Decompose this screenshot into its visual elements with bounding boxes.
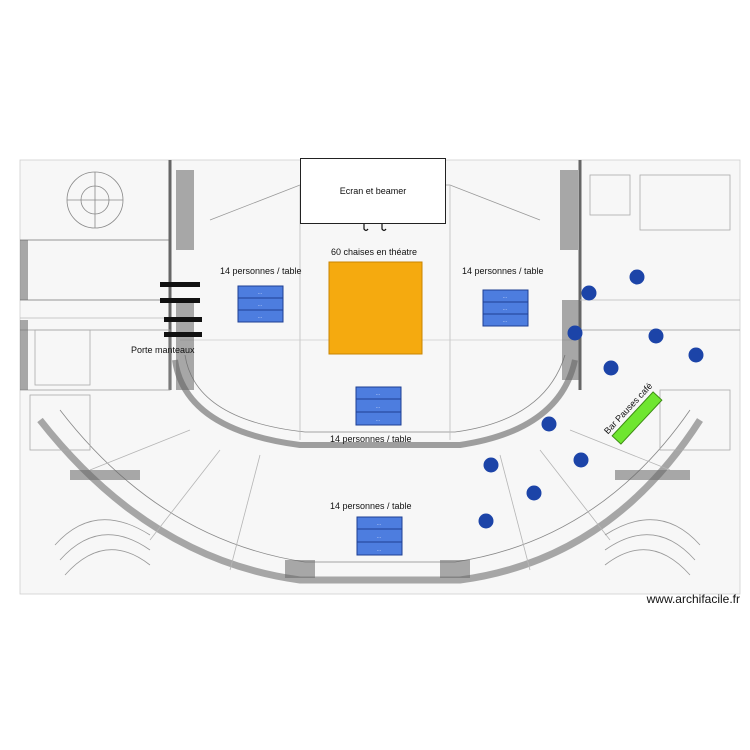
- table[interactable]: [356, 541, 403, 556]
- cocktail-table[interactable]: [541, 416, 557, 432]
- table-marker: ...: [258, 302, 262, 308]
- table-label-top-right: 14 personnes / table: [462, 266, 544, 276]
- cocktail-table[interactable]: [581, 285, 597, 301]
- table[interactable]: [237, 309, 284, 323]
- cocktail-table[interactable]: [526, 485, 542, 501]
- cocktail-table[interactable]: [688, 347, 704, 363]
- cocktail-table[interactable]: [483, 457, 499, 473]
- table-markers: ... ... ... ... ... ... ... ... ... ... …: [258, 290, 507, 553]
- table-marker: ...: [503, 318, 507, 324]
- beamer-icon: [363, 224, 387, 232]
- table-marker: ...: [376, 391, 380, 397]
- table-group-top-right[interactable]: [482, 289, 529, 327]
- table-marker: ...: [376, 417, 380, 423]
- coat-rack-label: Porte manteaux: [131, 345, 195, 355]
- table-group-bottom[interactable]: [356, 516, 403, 556]
- coat-rack-bar: [164, 332, 202, 337]
- table-marker: ...: [503, 306, 507, 312]
- watermark[interactable]: www.archifacile.fr: [646, 592, 740, 606]
- cocktail-table[interactable]: [648, 328, 664, 344]
- theatre-seating-block[interactable]: [328, 261, 423, 355]
- coat-rack: [160, 282, 202, 337]
- table-marker: ...: [377, 521, 381, 527]
- coat-rack-bar: [160, 282, 200, 287]
- table-marker: ...: [376, 404, 380, 410]
- table-marker: ...: [377, 547, 381, 553]
- screen-label: Ecran et beamer: [339, 186, 407, 196]
- table-label-center: 14 personnes / table: [330, 434, 412, 444]
- table[interactable]: [482, 313, 529, 327]
- cocktail-table[interactable]: [478, 513, 494, 529]
- theatre-label: 60 chaises en théatre: [331, 247, 418, 257]
- table-group-center[interactable]: [355, 386, 402, 426]
- cocktail-tables: [478, 269, 704, 529]
- table-label-bottom: 14 personnes / table: [330, 501, 412, 511]
- cocktail-table[interactable]: [629, 269, 645, 285]
- coat-rack-bar: [160, 298, 200, 303]
- coat-rack-bar: [164, 317, 202, 322]
- cocktail-table[interactable]: [567, 325, 583, 341]
- table-marker: ...: [503, 294, 507, 300]
- table[interactable]: [355, 411, 402, 426]
- cocktail-table[interactable]: [573, 452, 589, 468]
- table-label-top-left: 14 personnes / table: [220, 266, 302, 276]
- coffee-bar-counter[interactable]: [611, 391, 663, 445]
- projection-screen[interactable]: Ecran et beamer: [300, 158, 446, 224]
- table-marker: ...: [258, 290, 262, 296]
- cocktail-table[interactable]: [603, 360, 619, 376]
- table-group-top-left[interactable]: [237, 285, 284, 323]
- table-marker: ...: [377, 534, 381, 540]
- table-marker: ...: [258, 314, 262, 320]
